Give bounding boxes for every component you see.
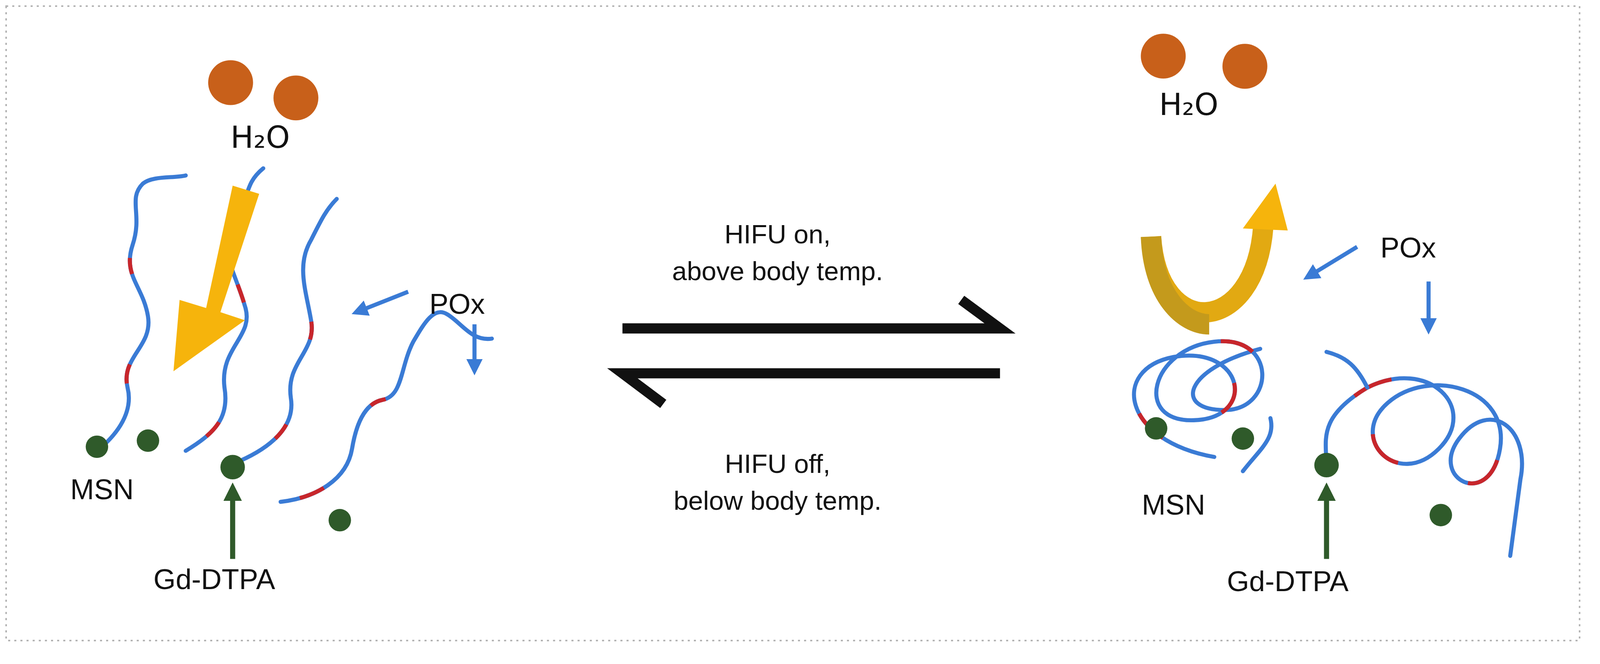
condition-label: HIFU on, [724, 219, 831, 250]
condition-label: below body temp. [673, 486, 882, 516]
particle-label: MSN [70, 473, 135, 506]
polymer-label: POx [429, 288, 485, 320]
nanoparticle: MSN Gd-DTPA [15, 443, 385, 623]
pointer-arrow [230, 491, 236, 559]
nanoparticle: MSN Gd-DTPA [1117, 443, 1541, 623]
pointer-arrow [359, 291, 409, 312]
pointer-arrow [1426, 281, 1431, 327]
hydrogen-atom [273, 75, 319, 121]
particle-label: MSN [1141, 489, 1206, 521]
hydrogen-atom [1222, 43, 1268, 89]
hydrogen-atom [1140, 33, 1186, 79]
polymer-label: POx [1380, 232, 1436, 264]
particle-shape [15, 443, 385, 623]
polymer-chains [102, 168, 492, 503]
agent-label: Gd-DTPA [153, 563, 276, 596]
pointer-arrow [472, 324, 477, 368]
dotted-frame [6, 6, 1580, 641]
condition-label: above body temp. [672, 256, 884, 286]
repel-arrow [1151, 236, 1210, 325]
condition-label: HIFU off, [724, 449, 831, 479]
pointer-arrow [1310, 247, 1358, 276]
pointer-arrow [1324, 491, 1330, 559]
water-molecule: H₂O [1129, 45, 1248, 165]
molecule-label: H₂O [230, 121, 291, 155]
agent-label: Gd-DTPA [1226, 565, 1349, 598]
repel-arrow [1242, 183, 1288, 231]
hydrogen-atom [208, 60, 254, 106]
equilibrium-arrow [622, 300, 1001, 329]
molecule-label: H₂O [1158, 88, 1219, 122]
water-molecule: H₂O [200, 78, 320, 197]
water-arrow [173, 185, 260, 372]
equilibrium-arrow [622, 373, 1001, 405]
